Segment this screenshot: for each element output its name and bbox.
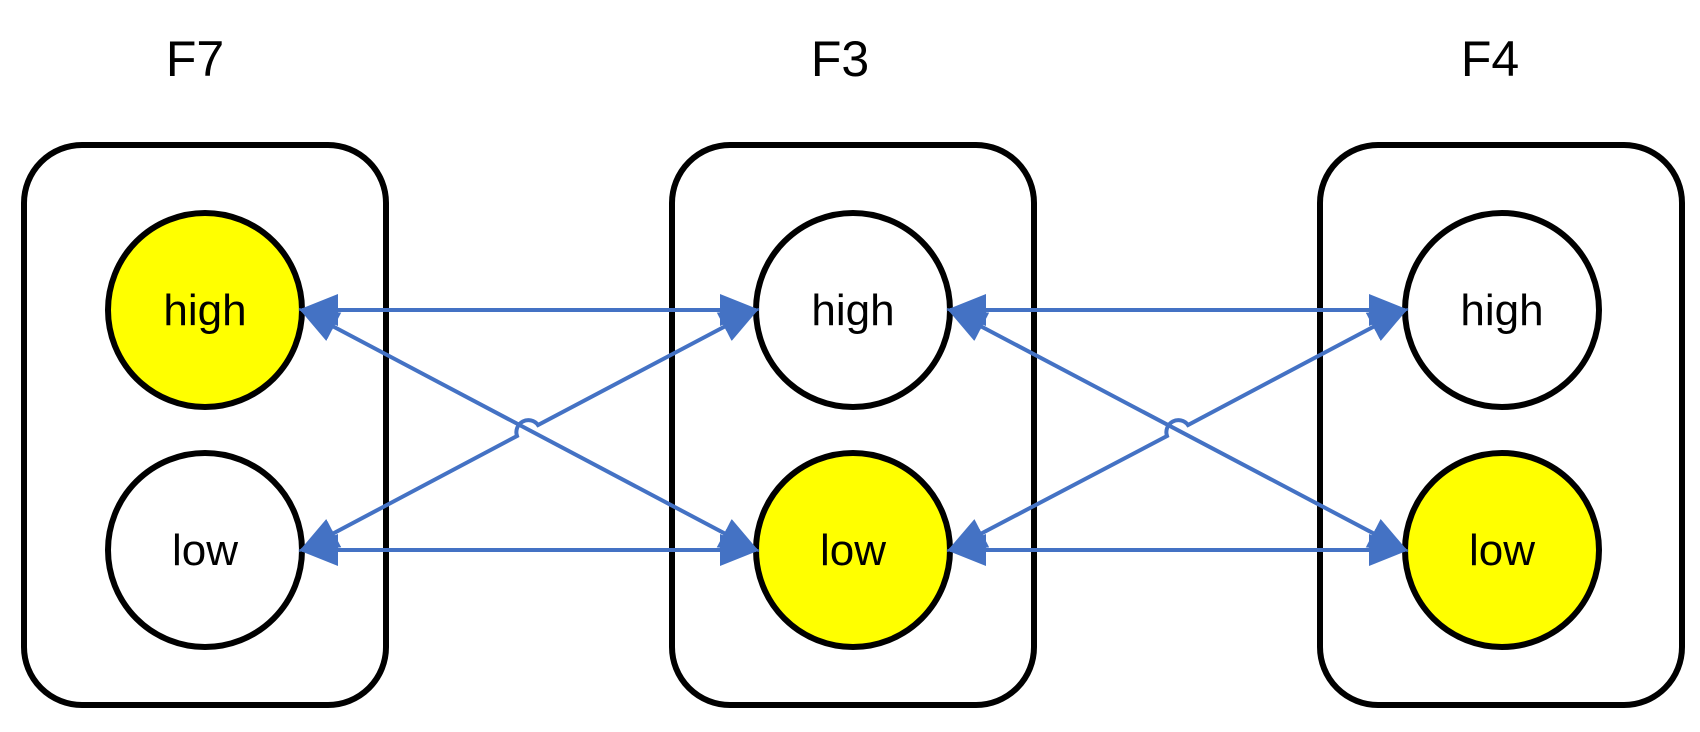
node-label-f7-high: high bbox=[163, 286, 246, 335]
node-f4-low: low bbox=[1402, 450, 1602, 650]
node-label-f3-low: low bbox=[820, 526, 886, 575]
edges bbox=[298, 294, 1409, 566]
node-f3-low: low bbox=[753, 450, 953, 650]
node-f7-low: low bbox=[105, 450, 305, 650]
edge-f4-high-f3-low bbox=[946, 308, 1409, 552]
group-title-f3: F3 bbox=[811, 31, 869, 87]
group-title-f4: F4 bbox=[1461, 31, 1519, 87]
node-label-f3-high: high bbox=[811, 286, 894, 335]
node-label-f7-low: low bbox=[172, 526, 238, 575]
edge-f3-high-f7-low bbox=[298, 308, 760, 552]
group-title-f7: F7 bbox=[166, 31, 224, 87]
node-f4-high: high bbox=[1402, 210, 1602, 410]
node-f7-high: high bbox=[105, 210, 305, 410]
node-f3-high: high bbox=[753, 210, 953, 410]
node-label-f4-low: low bbox=[1469, 526, 1535, 575]
node-label-f4-high: high bbox=[1460, 286, 1543, 335]
